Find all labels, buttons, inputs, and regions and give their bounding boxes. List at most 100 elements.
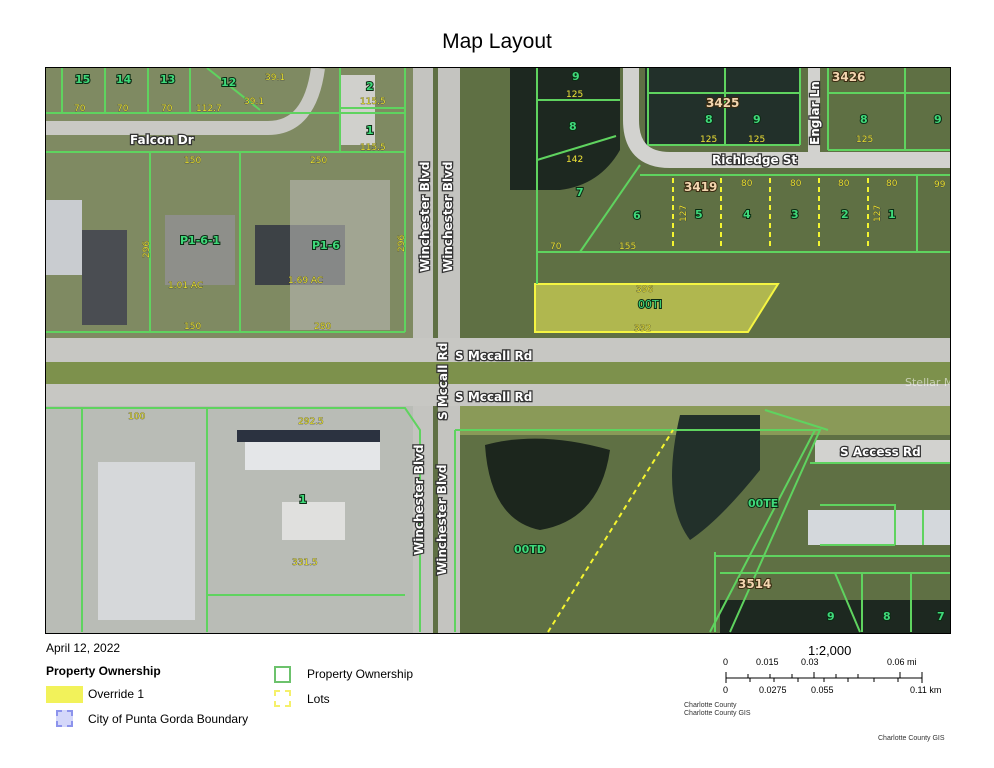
property-ownership-swatch (274, 666, 291, 683)
parcel-label: 5 (695, 208, 703, 221)
parcel-label: 4 (743, 208, 751, 221)
dimension-label: 142 (566, 155, 583, 165)
parcel-label: 00TI (638, 298, 662, 311)
map-view[interactable]: Falcon Dr Winchester Blvd Winchester Blv… (45, 67, 951, 634)
legend-label: Property Ownership (307, 667, 414, 681)
dimension-label: 70 (161, 104, 173, 114)
parcel-label: 15 (75, 73, 90, 86)
dimension-label: 155 (619, 242, 636, 252)
footer-credit: Charlotte County GIS (878, 735, 945, 742)
dimension-label: 125 (700, 135, 717, 145)
parcel-label: 00TD (514, 543, 546, 556)
parcel-label: 2 (841, 208, 849, 221)
building (340, 75, 375, 145)
override-swatch (46, 686, 83, 703)
scale-tick-label: 0.0275 (759, 685, 787, 695)
street-label: Winchester Blvd (418, 162, 432, 272)
dimension-label: 99 (934, 180, 946, 190)
dimension-label: 80 (741, 179, 753, 189)
parcel-label: 9 (934, 113, 942, 126)
median (46, 362, 950, 384)
override-parcel-00ti[interactable] (534, 283, 780, 333)
dimension-label: 296 (397, 235, 407, 252)
lot-lines (547, 178, 869, 633)
scale-tick-label: 0.015 (756, 657, 779, 667)
parcel-label: 6 (633, 209, 641, 222)
canopy (237, 430, 380, 442)
scale-bar (725, 672, 923, 683)
legend-heading: Property Ownership (46, 664, 161, 678)
dimension-label: 80 (886, 179, 898, 189)
dimension-label: 292.5 (298, 417, 324, 427)
dimension-labels: 70 70 70 112.7 39.1 39.1 115.5 115.5 150… (74, 73, 946, 569)
dimension-label: 100 (128, 412, 145, 422)
dimension-label: 280 (314, 322, 331, 332)
parcel-label: 12 (221, 76, 236, 89)
dimension-label: 1.69 AC (288, 276, 323, 286)
parcel-lines (46, 68, 950, 633)
parcel-label: P1-6-1 (180, 234, 220, 247)
dimension-label: 39.1 (244, 97, 264, 107)
page-title: Map Layout (442, 30, 552, 53)
parcel-label: 8 (883, 610, 891, 623)
block-label: 3425 (706, 96, 739, 110)
parcel-label: 14 (116, 73, 132, 86)
dimension-label: 250 (310, 156, 327, 166)
scale-tick-label: 0 (723, 685, 729, 695)
dimension-label: 39.1 (265, 73, 285, 83)
street-label: Richledge St (712, 153, 797, 167)
dimension-label: 1.01 AC (168, 281, 203, 291)
parcel-label: 1 (299, 493, 307, 506)
parcel-label: 8 (569, 120, 577, 133)
dimension-label: 115.5 (360, 97, 386, 107)
scale-tick-label: 0.11 km (910, 685, 942, 695)
block-labels: 3425 3426 3419 3514 (683, 69, 866, 592)
street-label: S Mccall Rd (455, 390, 532, 404)
parcel-label: 7 (576, 186, 584, 199)
building (98, 462, 195, 620)
parcel-label: 8 (705, 113, 713, 126)
parcel-label: 9 (572, 70, 580, 83)
building (165, 215, 235, 285)
legend-label: Lots (307, 692, 330, 706)
parcel-label: 8 (860, 113, 868, 126)
block-label: 3419 (684, 180, 717, 194)
parcel-label: 9 (753, 113, 761, 126)
englar-ln-road (808, 68, 820, 158)
parking-lot (290, 180, 390, 330)
dimension-label: 331.5 (292, 558, 318, 568)
pond (720, 600, 950, 633)
scale-tick-label: 0.055 (811, 685, 834, 695)
dimension-label: 125 (748, 135, 765, 145)
lots-swatch (274, 690, 291, 707)
block-label: 3426 (832, 70, 865, 84)
block-label: 3514 (738, 577, 771, 591)
legend-label: Override 1 (88, 687, 145, 701)
street-label: S Access Rd (840, 445, 921, 459)
parcel-labels: 15 14 13 12 2 1 P1-6-1 P1-6 9 8 7 6 5 4 … (74, 69, 946, 624)
dimension-label: 70 (117, 104, 129, 114)
scale-tick-label: 0 (723, 657, 729, 667)
pond (645, 68, 800, 145)
canal (672, 415, 760, 540)
dimension-label: 150 (184, 322, 201, 332)
map-date: April 12, 2022 (46, 641, 121, 655)
parcel-label: 1 (366, 124, 374, 137)
dimension-label: 125 (856, 135, 873, 145)
parcel-label: 3 (791, 208, 799, 221)
pond (485, 438, 610, 530)
street-label: S Mccall Rd (455, 349, 532, 363)
watermark: Stellar MLS (905, 376, 950, 389)
richledge-st-road (623, 68, 950, 168)
s-mccall-rd-road (46, 384, 950, 406)
parcel-label: 9 (827, 610, 835, 623)
dimension-label: 112.7 (196, 104, 222, 114)
s-mccall-rd-road (46, 338, 950, 362)
dimension-label: 70 (550, 242, 562, 252)
credit: Charlotte County (684, 702, 737, 709)
parcel-label: 7 (937, 610, 945, 623)
parcel-label: 2 (366, 80, 374, 93)
dimension-label: 125 (566, 90, 583, 100)
map-canvas[interactable]: Falcon Dr Winchester Blvd Winchester Blv… (46, 68, 950, 633)
canopy (245, 442, 380, 470)
